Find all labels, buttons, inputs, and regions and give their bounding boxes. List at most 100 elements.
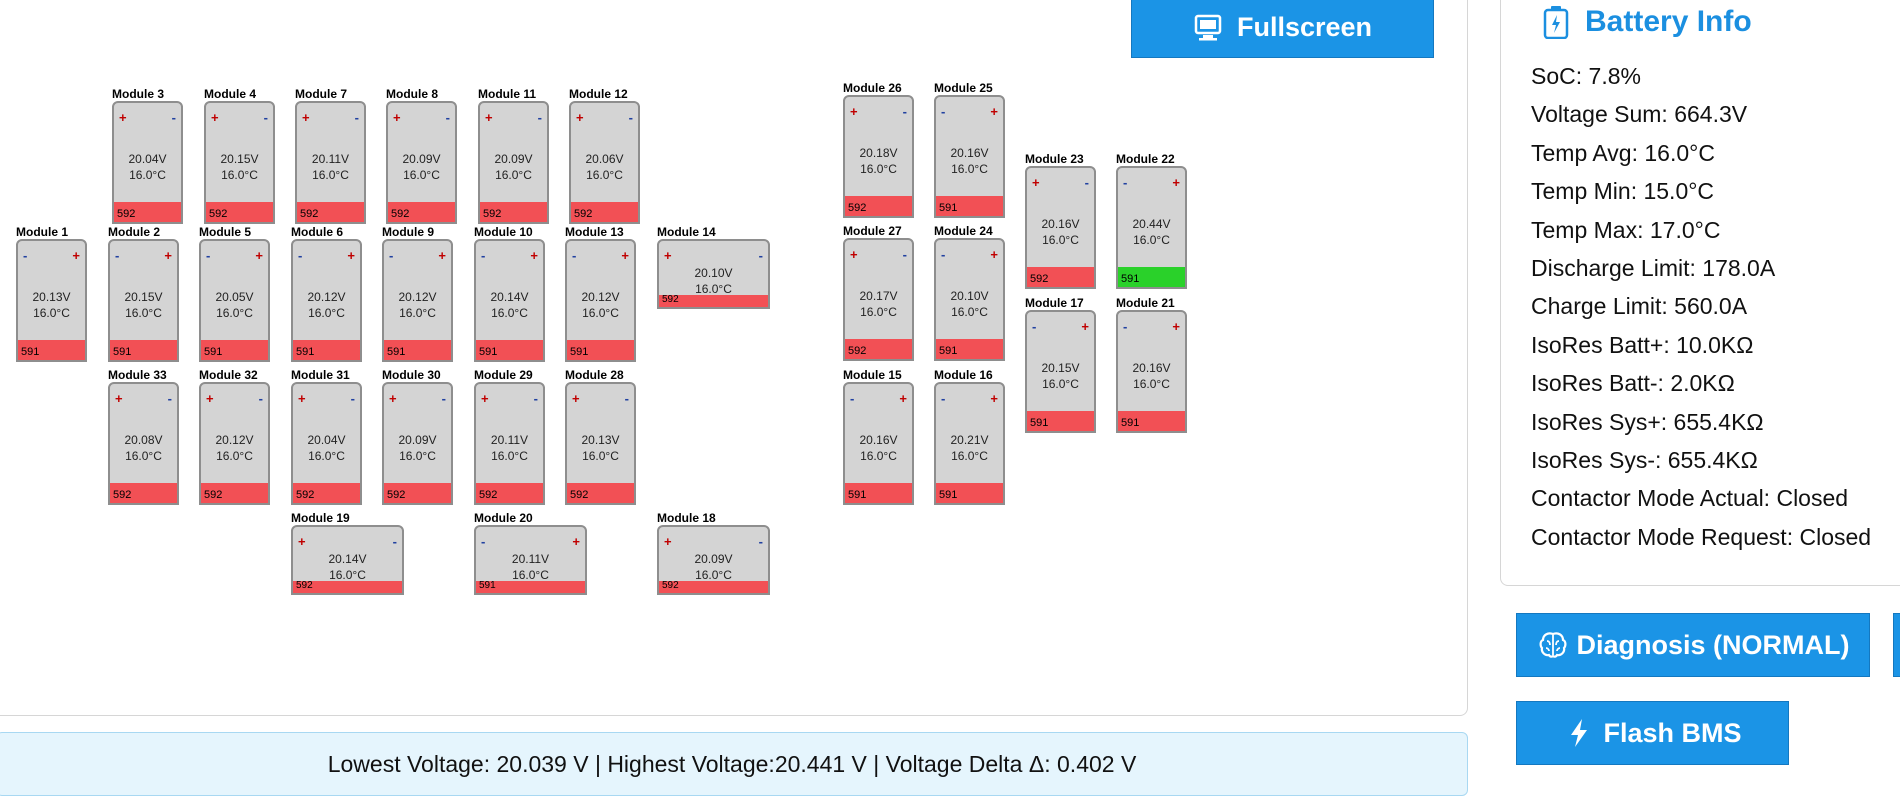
module-voltage: 20.09V [494,152,533,166]
module-voltage: 20.15V [1041,361,1080,375]
voltage-summary-text: Lowest Voltage: 20.039 V | Highest Volta… [327,750,1137,777]
module-id: 591 [21,346,40,358]
module-voltage: 20.15V [124,290,163,304]
flash-bms-button[interactable]: Flash BMS [1516,701,1789,765]
module-left-terminal: + [850,104,858,119]
brain-icon [1539,632,1566,658]
module-temperature: 16.0°C [951,449,988,463]
module-label: Module 25 [934,81,993,95]
module-left-terminal: - [206,248,211,263]
module-id: 592 [113,489,132,501]
module-temperature: 16.0°C [125,306,162,320]
module-voltage: 20.10V [694,266,733,280]
module-status-bar: 591 [936,339,1003,359]
module-id: 591 [479,580,496,591]
module-id: 592 [848,202,867,214]
battery-info-item: Temp Min: 15.0°C [1531,178,1715,205]
module-left-terminal: - [850,391,855,406]
module-temperature: 16.0°C [33,306,70,320]
module-voltage: 20.05V [215,290,254,304]
module-label: Module 10 [474,225,533,239]
module-id: 591 [387,346,406,358]
module-left-terminal: - [481,534,486,549]
module-id: 592 [391,208,410,220]
module-label: Module 24 [934,224,993,238]
module-status-bar: 592 [384,483,451,503]
module-temperature: 16.0°C [216,449,253,463]
offscreen-button-edge[interactable] [1893,613,1900,677]
module-id: 591 [1121,417,1140,429]
module-status-bar: 592 [571,202,638,222]
module-voltage: 20.06V [585,152,624,166]
module-temperature: 16.0°C [1042,377,1079,391]
module-voltage: 20.17V [859,289,898,303]
fullscreen-button[interactable]: Fullscreen [1131,0,1434,58]
module-id: 592 [570,489,589,501]
module-voltage: 20.09V [402,152,441,166]
fullscreen-icon [1194,14,1222,40]
module-right-terminal: + [899,391,907,406]
module-voltage: 20.15V [220,152,259,166]
module-voltage: 20.08V [124,433,163,447]
module-id: 591 [848,489,867,501]
battery-info-item: Charge Limit: 560.0A [1531,293,1748,320]
module-temperature: 16.0°C [582,449,619,463]
module-left-terminal: + [485,110,493,125]
module-status-bar: 592 [110,483,177,503]
module-temperature: 16.0°C [860,305,897,319]
module-voltage: 20.14V [328,552,367,566]
diagnosis-button[interactable]: Diagnosis (NORMAL) [1516,613,1870,677]
fullscreen-label: Fullscreen [1236,12,1373,42]
module-voltage: 20.12V [307,290,346,304]
module-label: Module 28 [565,368,624,382]
lightning-icon [1571,719,1588,747]
module-right-terminal: + [347,248,355,263]
